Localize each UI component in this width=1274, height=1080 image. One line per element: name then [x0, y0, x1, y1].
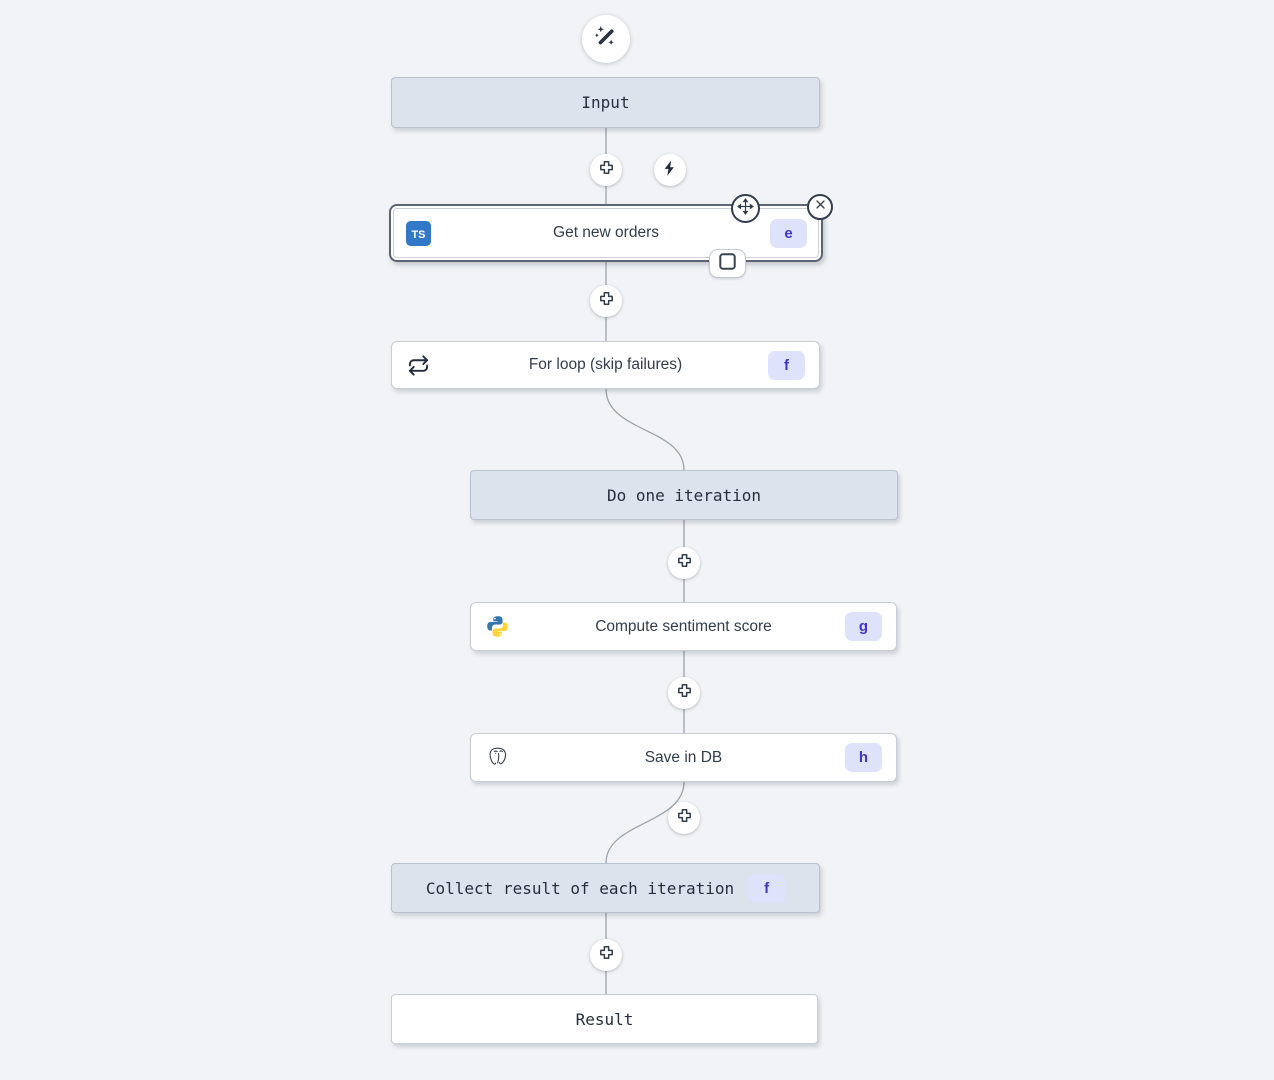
- svg-text:TS: TS: [412, 228, 426, 240]
- python-icon: [486, 615, 509, 638]
- flow-trigger-button[interactable]: [582, 15, 630, 63]
- node-collect-result-badge: f: [748, 873, 786, 903]
- edge-for-loop-to-do-one-iteration: [605, 388, 685, 471]
- close-icon: [814, 198, 827, 216]
- add-step-button-6[interactable]: [590, 939, 622, 971]
- delete-node-button[interactable]: [807, 194, 833, 220]
- add-step-button-3[interactable]: [668, 547, 700, 579]
- plus-icon: [597, 158, 616, 182]
- node-save-in-db-label: Save in DB: [644, 748, 723, 766]
- node-result[interactable]: Result: [391, 994, 818, 1044]
- node-result-label: Result: [575, 1009, 634, 1029]
- node-save-in-db[interactable]: Save in DB h: [470, 733, 897, 782]
- node-collect-result[interactable]: Collect result of each iteration f: [391, 863, 820, 913]
- add-step-button-4[interactable]: [668, 677, 700, 709]
- node-input-label: Input: [581, 93, 630, 112]
- add-trigger-button[interactable]: [654, 154, 686, 186]
- plus-icon: [675, 681, 694, 705]
- node-get-new-orders-badge: e: [770, 218, 807, 248]
- node-do-one-iteration[interactable]: Do one iteration: [470, 470, 898, 520]
- node-compute-sentiment-score-badge: g: [845, 612, 882, 641]
- node-save-in-db-badge: h: [845, 743, 882, 772]
- move-node-handle[interactable]: [731, 194, 760, 223]
- node-collect-result-label: Collect result of each iteration: [425, 878, 735, 898]
- plus-icon: [597, 943, 616, 967]
- typescript-icon: TS: [406, 220, 431, 246]
- edge-save-in-db-to-collect: [605, 781, 685, 864]
- plus-icon: [675, 806, 694, 830]
- add-step-button-2[interactable]: [590, 285, 622, 317]
- node-for-loop[interactable]: For loop (skip failures) f: [391, 341, 820, 389]
- node-get-new-orders-label: Get new orders: [553, 224, 659, 241]
- postgresql-icon: [486, 746, 510, 770]
- lightning-bolt-icon: [661, 159, 679, 182]
- node-for-loop-label: For loop (skip failures): [528, 356, 683, 373]
- magic-wand-icon: [593, 24, 619, 55]
- plus-icon: [675, 551, 694, 575]
- add-step-button-5[interactable]: [668, 802, 700, 834]
- node-compute-sentiment-score-label: Compute sentiment score: [595, 617, 772, 635]
- add-step-button-1[interactable]: [590, 154, 622, 186]
- loop-icon: [407, 354, 430, 377]
- node-do-one-iteration-label: Do one iteration: [606, 485, 762, 505]
- move-crosshair-icon: [737, 197, 754, 220]
- plus-icon: [597, 289, 616, 313]
- node-compute-sentiment-score[interactable]: Compute sentiment score g: [470, 602, 897, 651]
- node-for-loop-badge: f: [768, 350, 805, 380]
- node-input[interactable]: Input: [391, 77, 820, 128]
- node-output-toggle[interactable]: [709, 249, 746, 278]
- square-checkbox-icon: [719, 252, 736, 275]
